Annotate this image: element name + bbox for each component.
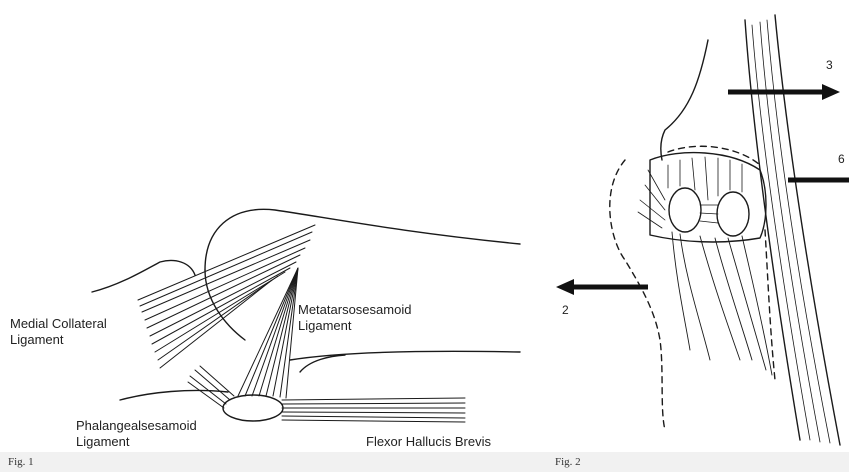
label-phalangealsesamoid-ligament: Phalangealsesamoid Ligament: [76, 418, 197, 450]
metatarsosesamoid-ligament-fibers: [238, 268, 298, 398]
arrow-2: [556, 279, 648, 295]
tendon-strip-left-edge: [745, 20, 800, 440]
dashed-outline-right: [765, 230, 775, 380]
label-phalangealsesamoid-line1: Phalangealsesamoid: [76, 418, 197, 434]
medial-collateral-ligament-fibers: [138, 225, 315, 368]
tendon-strip-fibers: [752, 20, 830, 443]
sesamoid-lateral: [717, 192, 749, 236]
phalanx-outline: [92, 261, 195, 292]
upper-contour: [661, 40, 708, 160]
label-metatarsosesamoid-line2: Ligament: [298, 318, 411, 334]
arrow-6-number: 6: [838, 152, 845, 166]
figure-2-drawing: [610, 15, 840, 445]
label-phalangealsesamoid-line2: Ligament: [76, 434, 197, 450]
label-metatarsosesamoid-ligament: Metatarsosesamoid Ligament: [298, 302, 411, 334]
label-medial-collateral-ligament: Medial Collateral Ligament: [10, 316, 107, 348]
label-medial-collateral-line1: Medial Collateral: [10, 316, 107, 332]
figure-2-caption: Fig. 2: [555, 456, 581, 468]
phalanx-lower: [120, 390, 228, 400]
arrow-2-number: 2: [562, 303, 569, 317]
arrow-3-number: 3: [826, 58, 833, 72]
lower-ligament-strands: [672, 232, 772, 375]
left-fan-fibers: [638, 170, 665, 228]
dashed-outline-left: [610, 160, 665, 430]
label-metatarsosesamoid-line1: Metatarsosesamoid: [298, 302, 411, 318]
label-medial-collateral-line2: Ligament: [10, 332, 107, 348]
sesamoid-medial: [669, 188, 701, 232]
metatarsal-head-outline: [205, 209, 520, 270]
flexor-hallucis-brevis-fibers: [282, 398, 465, 422]
tendon-strip-right-edge: [775, 15, 840, 445]
label-flexor-hallucis-brevis: Flexor Hallucis Brevis: [366, 434, 491, 450]
sesamoid-bone: [223, 395, 283, 421]
figure-1-caption: Fig. 1: [8, 456, 34, 468]
